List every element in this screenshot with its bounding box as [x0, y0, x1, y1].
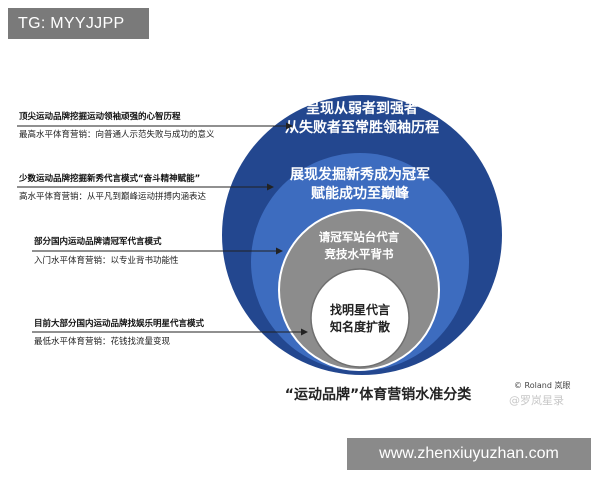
- tg-tag-label: TG: MYYJJPP: [8, 8, 149, 39]
- label-2-sub: 高水平体育营销：从平凡到巅峰运动拼搏内涵表达: [19, 191, 207, 202]
- third-ring-line-2: 竞技水平背书: [325, 247, 394, 261]
- weibo-watermark: @罗岚星录: [509, 394, 564, 407]
- label-3-title: 部分国内运动品牌请冠军代言模式: [34, 236, 162, 247]
- credit-text: © Roland 岚眼: [514, 381, 570, 390]
- diagram-caption: “运动品牌”体育营销水准分类: [285, 386, 472, 403]
- label-3-arrowhead: [276, 247, 283, 255]
- center-line-2: 知名度扩散: [329, 319, 391, 334]
- label-1-sub: 最高水平体育营销：向普通人示范失败与成功的意义: [19, 129, 215, 140]
- center-line-1: 找明星代言: [330, 302, 390, 317]
- second-ring-line-2: 赋能成功至巅峰: [311, 185, 410, 202]
- label-2-title: 少数运动品牌挖掘新秀代言模式“奋斗精神赋能”: [18, 173, 200, 184]
- label-1-arrowhead: [286, 122, 293, 130]
- label-1-title: 顶尖运动品牌挖掘运动领袖顽强的心智历程: [19, 111, 181, 122]
- outer-ring-line-2: 从失败者至常胜领袖历程: [285, 119, 439, 136]
- label-3-sub: 入门水平体育营销：以专业背书功能性: [34, 255, 179, 266]
- label-4-arrowhead: [301, 328, 308, 336]
- second-ring-line-1: 展现发掘新秀成为冠军: [290, 166, 430, 183]
- label-4-sub: 最低水平体育营销：花钱找流量变现: [34, 336, 171, 347]
- label-4-title: 目前大部分国内运动品牌找娱乐明星代言模式: [34, 318, 205, 329]
- center-circle: [310, 268, 410, 368]
- third-ring-line-1: 请冠军站台代言: [319, 230, 400, 244]
- outer-ring-line-1: 呈现从弱者到强者: [306, 101, 418, 117]
- label-2-arrowhead: [267, 183, 274, 191]
- website-url-label: www.zhenxiuyuzhan.com: [347, 438, 591, 470]
